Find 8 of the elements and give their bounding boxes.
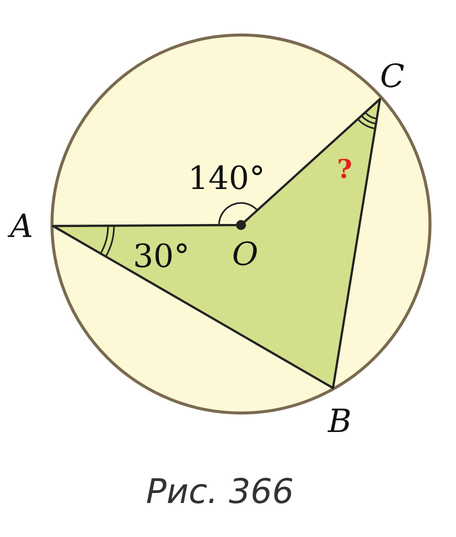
point-label: O [232,238,258,270]
point-label: C [380,60,404,92]
angle-label: 30° [133,240,190,272]
angle-label: 140° [188,162,266,194]
point-label: B [328,405,352,437]
figure-caption: Рис. 366 [146,475,294,509]
point-label: A [10,210,34,242]
question-mark: ? [337,157,352,183]
